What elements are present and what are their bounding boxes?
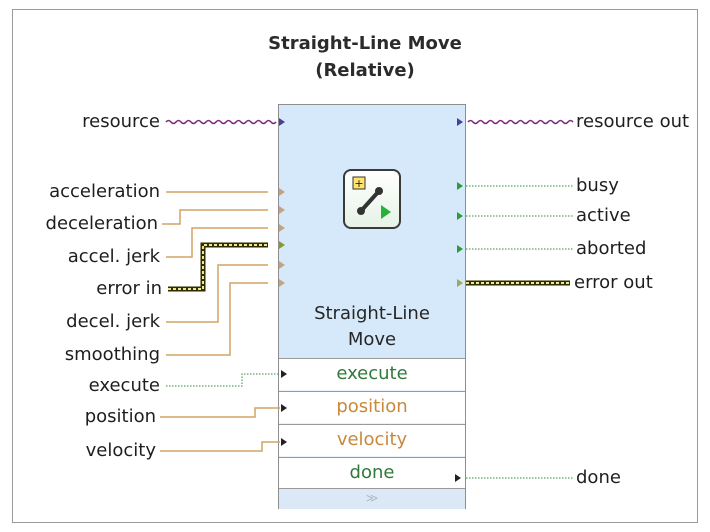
terminal-busy bbox=[457, 182, 463, 190]
wire-accel-jerk bbox=[166, 227, 268, 258]
label-acceleration: acceleration bbox=[49, 181, 160, 202]
title-line-2: (Relative) bbox=[315, 60, 415, 81]
wire-resource-out bbox=[467, 119, 574, 125]
wire-deceleration bbox=[162, 209, 268, 225]
node-row-done[interactable]: done bbox=[279, 457, 465, 489]
terminal-smoothing bbox=[279, 279, 285, 287]
label-smoothing: smoothing bbox=[64, 344, 160, 365]
terminal-resource-in bbox=[279, 118, 285, 126]
label-active: active bbox=[576, 205, 631, 226]
vi-name-line-2: Move bbox=[347, 329, 397, 350]
label-deceleration: deceleration bbox=[45, 213, 158, 234]
terminal-done bbox=[455, 474, 461, 482]
terminal-accel-jerk bbox=[279, 224, 285, 232]
terminal-aborted bbox=[457, 245, 463, 253]
wire-position bbox=[160, 407, 280, 418]
terminal-error-in bbox=[279, 241, 285, 249]
terminal-error-out bbox=[457, 279, 463, 287]
wire-execute bbox=[166, 373, 280, 387]
terminal-resource-out bbox=[457, 118, 463, 126]
wire-resource-in bbox=[165, 119, 277, 125]
label-resource: resource bbox=[82, 111, 160, 132]
label-position: position bbox=[84, 406, 156, 427]
terminal-acceleration bbox=[279, 188, 285, 196]
terminal-decel-jerk bbox=[279, 261, 285, 269]
terminal-velocity bbox=[281, 438, 287, 446]
vi-node-header bbox=[279, 105, 465, 358]
wire-smoothing bbox=[166, 282, 268, 356]
terminal-position bbox=[281, 404, 287, 412]
label-done: done bbox=[576, 467, 621, 488]
label-error-in: error in bbox=[96, 278, 162, 299]
label-resource-out: resource out bbox=[576, 111, 690, 132]
vi-node[interactable]: + Straight-Line Move execute position ve… bbox=[278, 104, 466, 509]
label-execute: execute bbox=[88, 375, 160, 396]
label-decel-jerk: decel. jerk bbox=[66, 311, 160, 332]
straight-line-move-icon: + bbox=[343, 169, 401, 229]
label-error-out: error out bbox=[574, 272, 653, 293]
svg-text:+: + bbox=[354, 177, 363, 190]
vi-name: Straight-Line Move bbox=[279, 301, 465, 353]
terminal-deceleration bbox=[279, 206, 285, 214]
node-row-execute[interactable]: execute bbox=[279, 358, 465, 390]
label-accel-jerk: accel. jerk bbox=[67, 246, 160, 267]
terminal-active bbox=[457, 212, 463, 220]
node-row-velocity[interactable]: velocity bbox=[279, 424, 465, 456]
title-line-1: Straight-Line Move bbox=[268, 33, 462, 54]
label-velocity: velocity bbox=[85, 440, 156, 461]
terminal-execute bbox=[281, 370, 287, 378]
vi-name-line-1: Straight-Line bbox=[314, 303, 430, 324]
wire-velocity bbox=[160, 441, 280, 452]
wire-decel-jerk bbox=[166, 264, 268, 323]
expand-node-handle[interactable]: ≫ bbox=[279, 488, 465, 509]
label-busy: busy bbox=[576, 175, 619, 196]
node-row-position[interactable]: position bbox=[279, 391, 465, 423]
label-aborted: aborted bbox=[576, 238, 647, 259]
wire-error-in-dash bbox=[168, 244, 268, 290]
